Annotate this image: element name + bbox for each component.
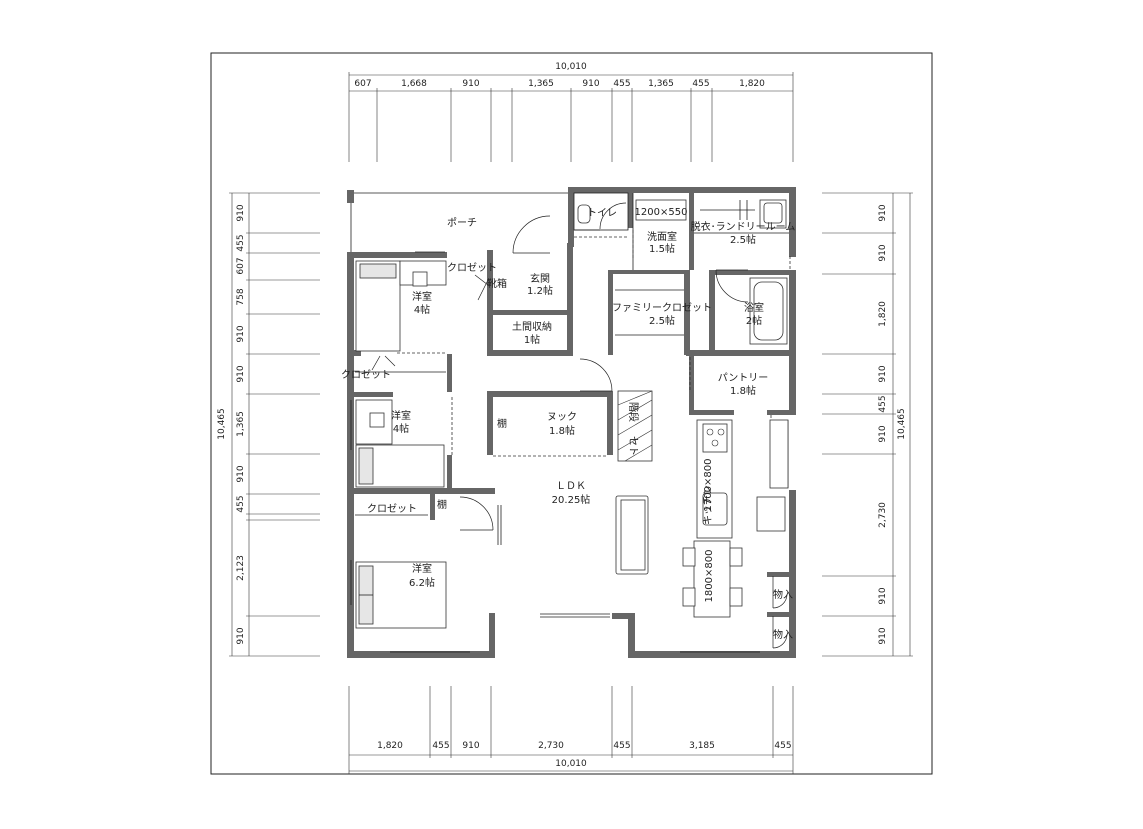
dim-top-7: 455 <box>692 79 709 89</box>
dim-right-3: 910 <box>878 365 888 382</box>
label-laundry-area: 2.5帖 <box>730 233 756 246</box>
toilet <box>577 204 591 224</box>
label-closet-2: クロゼット <box>341 369 391 381</box>
dim-right-8: 910 <box>878 627 888 644</box>
dim-left-4: 910 <box>236 325 246 342</box>
dim-left-0: 910 <box>236 204 246 221</box>
label-stair-2: セト <box>627 436 639 456</box>
dim-bottom-2: 910 <box>462 741 479 751</box>
label-kitchen: 1700×800 <box>703 459 714 512</box>
label-nook-area: 1.8帖 <box>549 424 575 437</box>
label-washroom: 洗面室 <box>647 230 677 243</box>
label-closet-1: クロゼット <box>447 262 497 274</box>
dim-left-1: 455 <box>236 234 246 251</box>
dim-right-7: 910 <box>878 587 888 604</box>
label-stair: 階段 <box>627 402 640 422</box>
dining-table <box>693 540 731 618</box>
label-entrance-area: 1.2帖 <box>527 284 553 297</box>
dim-left-6: 1,365 <box>236 411 246 437</box>
dim-bottom-3: 2,730 <box>538 741 564 751</box>
label-storage-1: 物入 <box>773 588 793 601</box>
furniture <box>355 199 789 629</box>
label-sink: 1200×550 <box>635 207 688 218</box>
dim-bottom-5: 3,185 <box>689 741 715 751</box>
label-bed-2-area: 4帖 <box>393 422 409 435</box>
dim-left-3: 758 <box>236 288 246 305</box>
label-bath-area: 2帖 <box>746 314 762 327</box>
label-nook-shelf: 棚 <box>497 417 507 430</box>
dim-top-1: 1,668 <box>401 79 427 89</box>
dim-top-6: 1,365 <box>648 79 674 89</box>
dimension-texts: 10,010 607 1,668 910 1,365 910 455 1,365… <box>217 62 907 769</box>
dim-right-6: 2,730 <box>878 502 888 528</box>
label-bath: 浴室 <box>744 301 764 314</box>
drawing-frame <box>210 52 933 775</box>
dim-right-2: 1,820 <box>878 301 888 327</box>
dim-top-3: 1,365 <box>528 79 554 89</box>
dim-left-2: 607 <box>236 257 246 274</box>
dim-top-5: 455 <box>613 79 630 89</box>
label-earth-storage: 土間収納 <box>512 320 552 333</box>
label-closet-3: クロゼット <box>367 503 417 515</box>
dim-left-5: 910 <box>236 365 246 382</box>
room-labels: ポーチ トイレ 1200×550 洗面室 1.5帖 脱衣･ランドリールーム 2.… <box>341 207 795 641</box>
dim-top-total: 10,010 <box>555 62 587 72</box>
dim-bottom-total: 10,010 <box>555 759 587 769</box>
dim-left-9: 2,123 <box>236 555 246 581</box>
label-entrance: 玄関 <box>530 272 550 285</box>
dim-top-8: 1,820 <box>739 79 765 89</box>
label-bed-3: 洋室 <box>412 562 432 575</box>
label-ldk-area: 20.25帖 <box>552 493 591 506</box>
label-laundry: 脱衣･ランドリールーム <box>691 220 796 233</box>
doors <box>371 202 788 649</box>
dim-left-8: 455 <box>236 495 246 512</box>
label-storage-2: 物入 <box>773 628 793 641</box>
dim-top-2: 910 <box>462 79 479 89</box>
label-bed-2: 洋室 <box>391 409 411 422</box>
dim-right-5: 910 <box>878 425 888 442</box>
label-shoe-box: 靴箱 <box>487 277 507 290</box>
label-family-closet: ファミリークロゼット <box>612 302 712 314</box>
sink <box>635 199 687 221</box>
label-bed-1-area: 4帖 <box>414 303 430 316</box>
dim-top-0: 607 <box>354 79 371 89</box>
label-shelf-3: 棚 <box>437 498 447 511</box>
label-pantry: パントリー <box>718 372 769 384</box>
label-bed-3-area: 6.2帖 <box>409 576 435 589</box>
stair <box>617 390 653 462</box>
dim-right-total: 10,465 <box>897 408 907 440</box>
label-nook: ヌック <box>547 411 577 423</box>
dim-bottom-0: 1,820 <box>377 741 403 751</box>
label-ldk: ＬＤＫ <box>556 481 586 492</box>
dimension-lines <box>229 72 913 774</box>
walls <box>347 187 796 658</box>
label-toilet: トイレ <box>587 208 617 219</box>
label-porch: ポーチ <box>447 217 477 229</box>
label-family-closet-area: 2.5帖 <box>649 314 675 327</box>
dim-bottom-6: 455 <box>774 741 791 751</box>
dim-right-0: 910 <box>878 204 888 221</box>
label-kitchen-2: キッチン <box>702 485 714 525</box>
dim-right-1: 910 <box>878 244 888 261</box>
label-washroom-area: 1.5帖 <box>649 242 675 255</box>
dim-top-4: 910 <box>582 79 599 89</box>
label-table: 1800×800 <box>704 550 715 603</box>
label-pantry-area: 1.8帖 <box>730 384 756 397</box>
dim-left-7: 910 <box>236 465 246 482</box>
dim-left-total: 10,465 <box>217 408 227 440</box>
dim-right-4: 455 <box>878 395 888 412</box>
label-bed-1: 洋室 <box>412 290 432 303</box>
dim-left-10: 910 <box>236 627 246 644</box>
dim-bottom-4: 455 <box>613 741 630 751</box>
dim-bottom-1: 455 <box>432 741 449 751</box>
label-earth-storage-area: 1帖 <box>524 333 540 346</box>
